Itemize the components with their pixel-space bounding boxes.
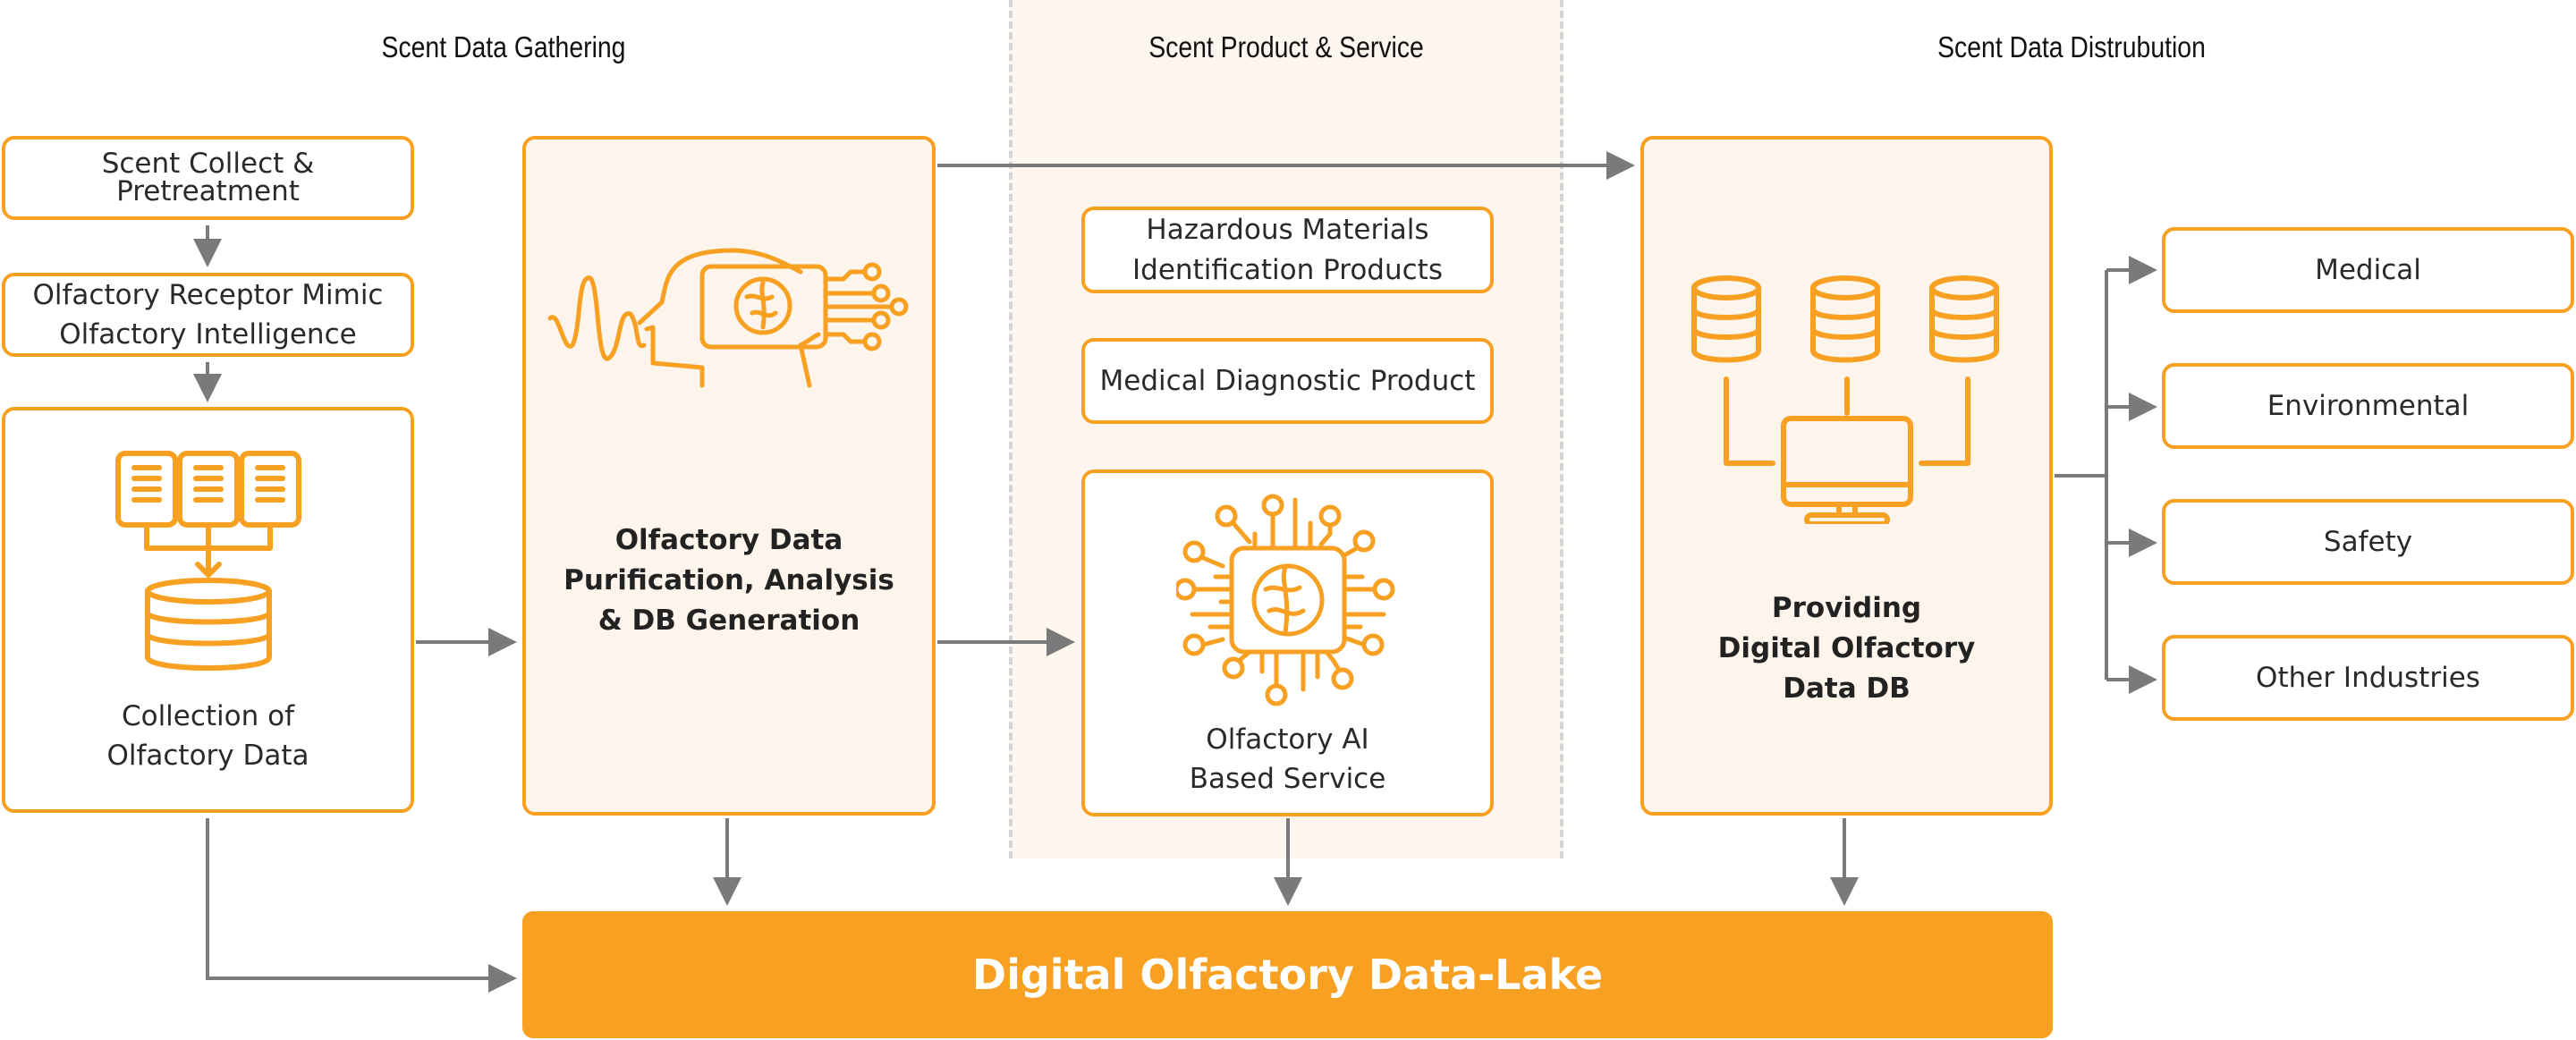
target-other-industries-label: Other Industries [2256, 661, 2480, 694]
header-scent-data-distribution: Scent Data Distrubution [1937, 30, 2206, 63]
arrow-collection-to-lake [206, 818, 517, 993]
target-environmental-box: Environmental [2162, 363, 2574, 449]
digital-db-label: Providing Digital Olfactory Data DB [1717, 592, 1976, 705]
receptor-mimic-label: Olfactory Receptor Mimic Olfactory Intel… [32, 278, 384, 351]
processing-box: Olfactory Data Purification, Analysis & … [522, 136, 936, 816]
target-other-industries-box: Other Industries [2162, 635, 2574, 721]
brain-chip-circuit-icon [1175, 494, 1394, 706]
header-scent-data-gathering: Scent Data Gathering [381, 30, 626, 63]
hazardous-materials-box: Hazardous Materials Identification Produ… [1081, 207, 1494, 293]
collection-box: Collection of Olfactory Data [2, 407, 414, 813]
data-lake-bar: Digital Olfactory Data-Lake [522, 911, 2053, 1038]
medical-diagnostic-box: Medical Diagnostic Product [1081, 338, 1494, 424]
target-environmental-label: Environmental [2267, 389, 2470, 422]
digital-db-box: Providing Digital Olfactory Data DB [1640, 136, 2053, 816]
target-medical-box: Medical [2162, 227, 2574, 313]
collection-label: Collection of Olfactory Data [106, 700, 309, 773]
ai-service-box: Olfactory AI Based Service [1081, 469, 1494, 816]
receptor-mimic-box: Olfactory Receptor Mimic Olfactory Intel… [2, 273, 414, 357]
target-safety-box: Safety [2162, 499, 2574, 585]
scent-collect-box: Scent Collect & Pretreatment [2, 136, 414, 220]
databases-to-computer-icon [1690, 275, 1999, 524]
head-brain-chip-icon [547, 248, 909, 388]
target-safety-label: Safety [2323, 525, 2413, 558]
ai-service-label: Olfactory AI Based Service [1189, 723, 1386, 796]
documents-to-database-icon [114, 451, 301, 671]
processing-label: Olfactory Data Purification, Analysis & … [564, 524, 894, 637]
target-medical-label: Medical [2315, 253, 2421, 286]
data-lake-label: Digital Olfactory Data-Lake [971, 951, 1604, 999]
scent-collect-label: Scent Collect & Pretreatment [101, 148, 315, 207]
header-scent-product-service: Scent Product & Service [1148, 30, 1424, 63]
medical-diagnostic-label: Medical Diagnostic Product [1099, 364, 1476, 397]
hazardous-materials-label: Hazardous Materials Identification Produ… [1132, 214, 1443, 286]
